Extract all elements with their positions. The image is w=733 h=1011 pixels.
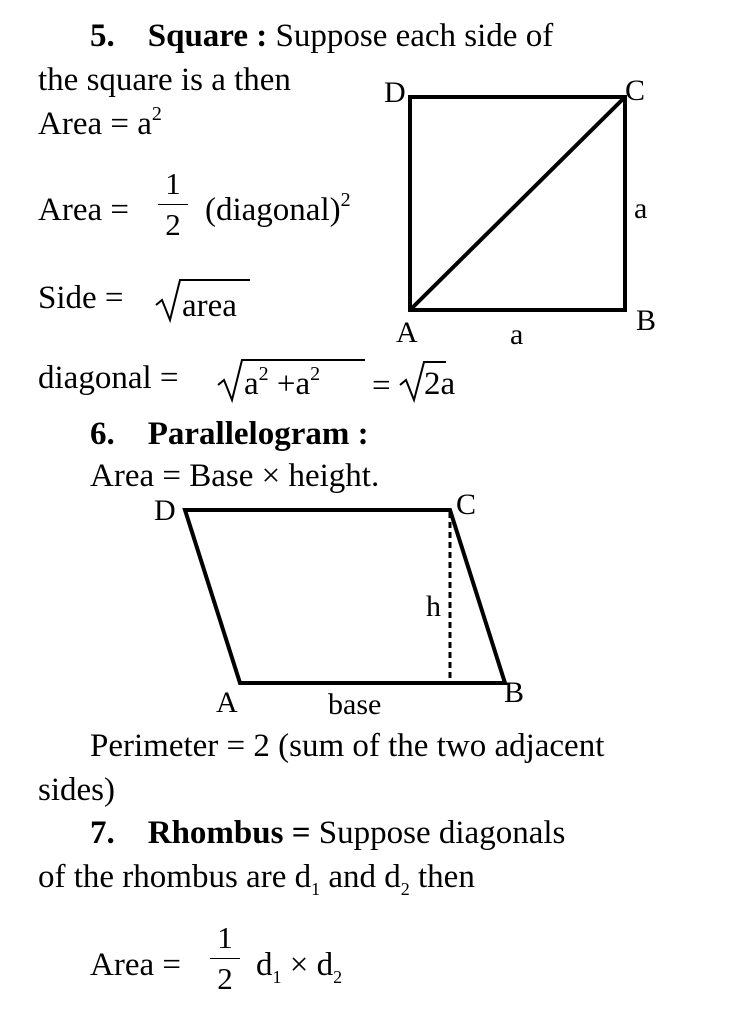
area-formula-rhs: d1 × d2 [256,947,342,986]
exponent: 2 [151,103,162,125]
intro-text: Suppose diagonals [318,815,566,851]
formula-text: Area = a [38,106,152,142]
radicals [155,279,446,404]
exponent: 2 [340,189,351,211]
side-radicand: area [182,288,237,324]
parallelogram-diagram [182,508,508,685]
vertex-label-a: A [216,686,238,719]
diagonal-formula-lhs: diagonal = [38,360,179,396]
vertex-label-a: A [396,316,418,349]
denominator: 2 [165,207,181,242]
numerator: 1 [217,920,233,955]
sqrt-2-sign [399,361,446,404]
area-formula-lhs: Area = [90,947,181,983]
subscript: 1 [272,967,282,987]
text: of the rhombus are d [38,859,312,895]
square-diagonal [408,95,627,312]
diagonal-result: 2a [424,366,456,402]
vertex-label-c: C [625,74,646,107]
section-title: Rhombus = [147,815,311,851]
text: then [409,859,475,895]
subscript: 2 [333,967,343,987]
area-formula-1: Area = a2 [38,103,162,142]
term: a [244,366,259,402]
formula-text: (diagonal) [205,192,341,228]
rhombus-heading: 7. Rhombus = Suppose diagonals [90,815,565,851]
side-label: a [510,318,524,351]
parallelogram-heading: 6. Parallelogram : [90,416,369,452]
vertex-label-b: B [636,304,657,337]
vertex-label-b: B [504,676,525,709]
numerator: 1 [165,166,181,201]
vertex-label-d: D [154,494,176,527]
parallelogram-shape [182,508,508,685]
area-formula: Area = Base × height. [90,458,380,494]
area-formula-2-rhs: (diagonal)2 [205,189,351,228]
section-number: 5. [90,18,115,54]
term: × d [281,947,334,983]
section-title: Square : [147,18,268,54]
denominator: 2 [217,961,233,996]
term: +a [276,366,311,402]
sqrt-diag-sign [217,359,365,404]
vertex-label-d: D [384,76,406,109]
term: d [256,947,273,983]
exponent: 2 [258,363,269,385]
section-title: Parallelogram : [147,416,369,452]
area-formula-2-lhs: Area = [38,192,129,228]
section-number: 7. [90,815,115,851]
perimeter-formula: Perimeter = 2 (sum of the two adjacent [90,728,605,764]
sqrt-area-sign [155,279,250,324]
section-number: 6. [90,416,115,452]
square-heading: 5. Square : Suppose each side of [90,18,553,54]
square-shape [408,95,627,312]
equals: = [372,368,391,404]
text: and d [320,859,401,895]
side-formula-lhs: Side = [38,280,124,316]
vertex-label-c: C [456,488,477,521]
intro-text-2: the square is a then [38,62,291,98]
subscript: 1 [311,879,321,899]
subscript: 2 [400,879,410,899]
square-diagram [408,95,627,312]
rhombus-intro-2: of the rhombus are d1 and d2 then [38,859,475,898]
perimeter-formula-cont: sides) [38,772,115,808]
height-label: h [426,590,441,623]
intro-text: Suppose each side of [275,18,554,54]
exponent: 2 [310,363,321,385]
diagonal-radicand: a2 +a2 [244,363,321,402]
side-label: a [634,192,648,225]
base-label: base [328,688,382,721]
